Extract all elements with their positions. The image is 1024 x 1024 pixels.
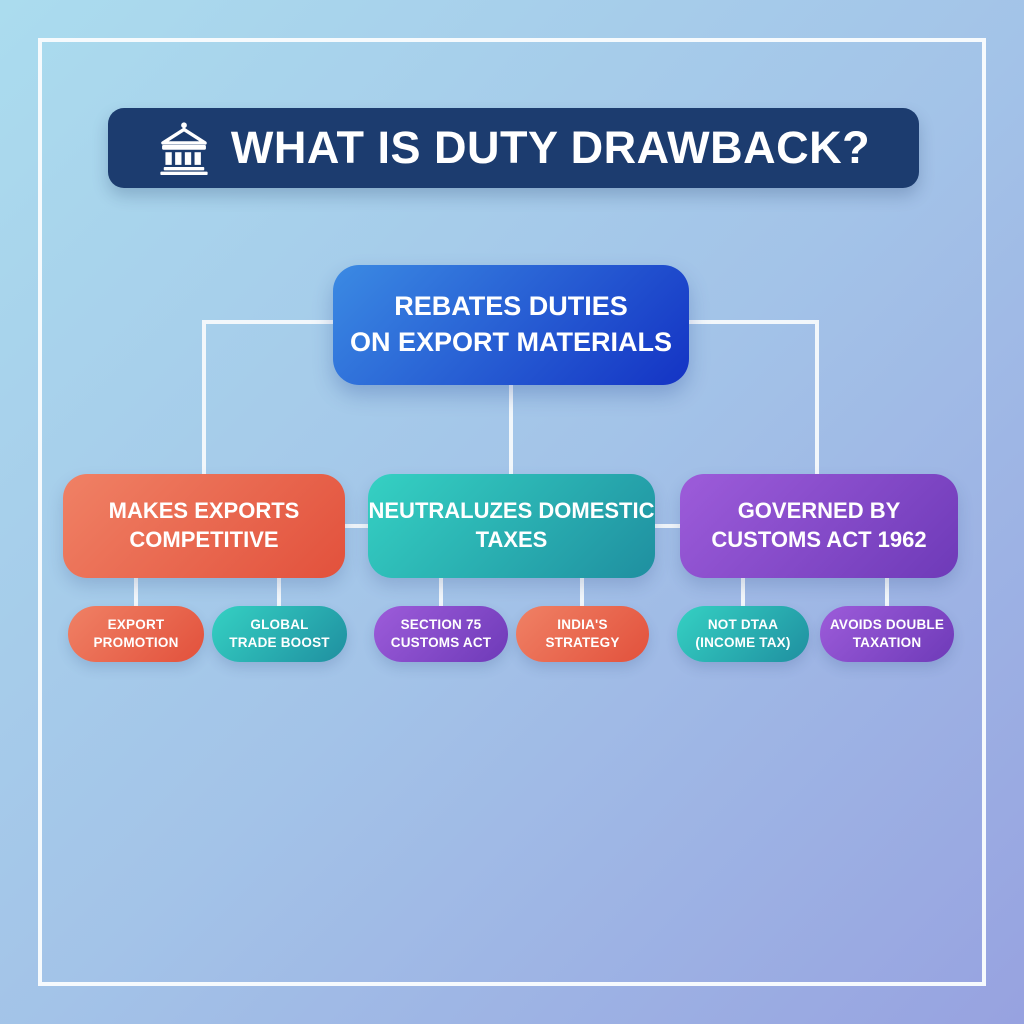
connector-stub-3 bbox=[439, 578, 443, 608]
border-frame bbox=[38, 38, 986, 986]
connector-stub-2 bbox=[277, 578, 281, 608]
connector-right-vertical bbox=[815, 320, 819, 476]
pill-global-trade-boost: GLOBAL TRADE BOOST bbox=[212, 606, 347, 662]
node-governed-by-customs-act: GOVERNED BY CUSTOMS ACT 1962 bbox=[680, 474, 958, 578]
bank-icon bbox=[160, 122, 208, 175]
pill-indias-strategy: INDIA'S STRATEGY bbox=[516, 606, 649, 662]
connector-stub-4 bbox=[580, 578, 584, 608]
connector-root-to-left bbox=[204, 320, 335, 324]
connector-stub-1 bbox=[134, 578, 138, 608]
title-banner: WHAT IS DUTY DRAWBACK? bbox=[108, 108, 919, 188]
pill-section-75-customs-act: SECTION 75 CUSTOMS ACT bbox=[374, 606, 508, 662]
connector-left-vertical bbox=[202, 320, 206, 476]
connector-root-to-right bbox=[688, 320, 819, 324]
connector-stub-5 bbox=[741, 578, 745, 608]
node-neutralizes-domestic-taxes: NEUTRALUZES DOMESTIC TAXES bbox=[368, 474, 655, 578]
node-rebates-duties: REBATES DUTIES ON EXPORT MATERIALS bbox=[333, 265, 689, 385]
pill-not-dtaa: NOT DTAA (INCOME TAX) bbox=[677, 606, 809, 662]
connector-stub-6 bbox=[885, 578, 889, 608]
pill-export-promotion: EXPORT PROMOTION bbox=[68, 606, 204, 662]
connector-center-vertical bbox=[509, 383, 513, 476]
connector-branch-gap-1 bbox=[345, 524, 368, 528]
pill-avoids-double-taxation: AVOIDS DOUBLE TAXATION bbox=[820, 606, 954, 662]
node-makes-exports-competitive: MAKES EXPORTS COMPETITIVE bbox=[63, 474, 345, 578]
page-title: WHAT IS DUTY DRAWBACK? bbox=[230, 122, 871, 173]
connector-branch-gap-2 bbox=[655, 524, 680, 528]
